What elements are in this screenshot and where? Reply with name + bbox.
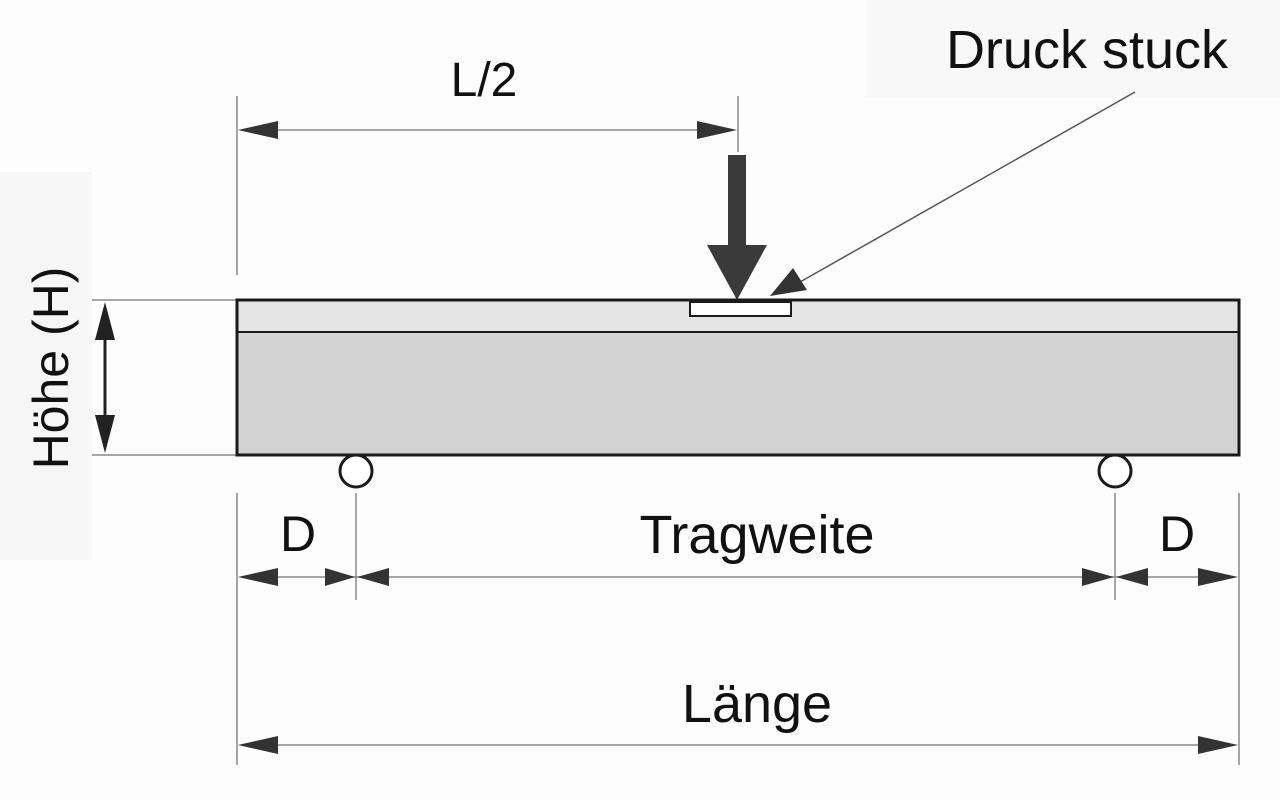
arrowhead-length-left bbox=[238, 736, 278, 754]
pressure-piece-label: Druck stuck bbox=[946, 20, 1229, 80]
support-roller-right bbox=[1097, 453, 1133, 489]
overhang-left-label: D bbox=[280, 506, 316, 562]
arrowhead-length-right bbox=[1198, 736, 1238, 754]
support-roller-left bbox=[338, 453, 374, 489]
arrowhead-height-top bbox=[95, 302, 115, 340]
background-panel-top-right bbox=[865, 0, 1280, 98]
arrowhead-half-length-right bbox=[697, 121, 737, 139]
half-length-label: L/2 bbox=[451, 54, 518, 107]
length-dimension bbox=[238, 736, 1238, 754]
span-dimension-row bbox=[238, 568, 1238, 586]
arrowhead-d-left-start bbox=[238, 568, 278, 586]
height-dimension bbox=[95, 302, 115, 453]
beam-outline bbox=[235, 298, 1241, 457]
load-arrow bbox=[707, 155, 767, 300]
arrowhead-d-right-start bbox=[1116, 568, 1148, 586]
arrowhead-d-right-end bbox=[1198, 568, 1238, 586]
arrowhead-d-left-end bbox=[325, 568, 355, 586]
arrowhead-span-start bbox=[357, 568, 389, 586]
background-panel-left bbox=[0, 172, 92, 560]
arrowhead-pressure-piece bbox=[770, 268, 807, 296]
arrowhead-half-length-left bbox=[238, 121, 278, 139]
beam bbox=[235, 298, 1241, 457]
overhang-right-label: D bbox=[1159, 506, 1195, 562]
pressure-piece-plate bbox=[689, 301, 792, 317]
span-label: Tragweite bbox=[639, 505, 874, 565]
length-label: Länge bbox=[682, 674, 832, 734]
height-label: Höhe (H) bbox=[23, 267, 79, 470]
pressure-piece-leader bbox=[770, 91, 1136, 296]
half-length-dimension bbox=[238, 121, 737, 139]
arrowhead-height-bottom bbox=[95, 415, 115, 453]
arrowhead-span-end bbox=[1082, 568, 1114, 586]
